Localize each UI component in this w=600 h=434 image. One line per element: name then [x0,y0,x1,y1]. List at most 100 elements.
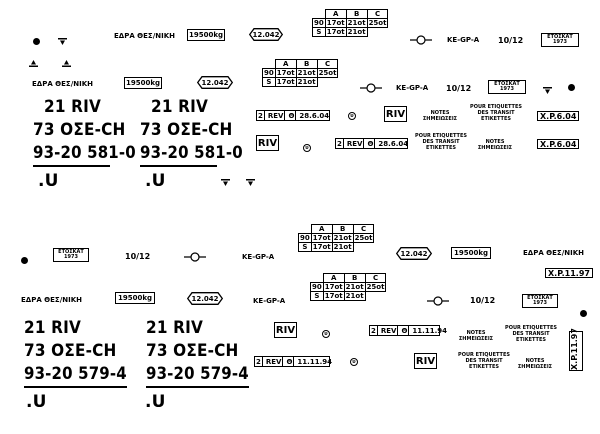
wagon-number: 93-20 579-4 [24,364,127,384]
riv-line: 21 RIV [24,318,82,338]
circle-mark-icon: υ [350,358,358,366]
dot-marker-icon [33,38,40,45]
speed-label: 10/12 [446,84,472,93]
revision-label: REV [267,111,284,120]
brake-wheel-icon [427,296,449,306]
number-underline [140,165,217,167]
xp-code: X.P.6.04 [537,139,580,149]
riv-line: 21 RIV [151,97,209,117]
operator-line: 73 ΟΣΕ-CH [33,120,126,140]
number-underline [24,386,127,388]
speed-label: 10/12 [125,252,151,261]
riv-line: 21 RIV [44,97,102,117]
operator-line: 73 ΟΣΕ-CH [146,341,239,361]
load-header-a: A [274,59,297,69]
hexagon-length-icon: 12.042 [396,247,432,260]
revision-site: Θ [288,111,295,120]
operator-line: 73 ΟΣΕ-CH [140,120,233,140]
load-cell: 90 [262,68,276,78]
wagon-number: 93-20 579-4 [146,364,249,384]
owner-label: ΕΔΡΑ ΘΕΣ/ΝΙΚΗ [21,296,83,304]
load-cell: 21ot [345,18,368,28]
load-header-c: C [366,9,389,19]
hexagon-length-icon: 12.042 [187,292,223,305]
riv-box: RIV [274,322,297,338]
length-label: 12.042 [201,78,229,87]
dot-marker-icon [580,310,587,317]
owner-label: ΕΔΡΑ ΘΕΣ/ΝΙΚΗ [32,80,94,88]
etoskat-label: ΕΤΟΣΚΑΤ [494,81,520,87]
load-cell: 25ot [366,18,389,28]
t-marker-icon [221,179,230,186]
brake-wheel-icon [410,35,432,45]
t-marker-icon [58,38,67,45]
revision-box: 2 REV Θ 28.6.04 [256,110,330,121]
length-label: 12.042 [400,249,428,258]
load-header-b: B [345,9,368,19]
hexagon-length-icon: 12.042 [249,28,283,41]
riv-box: RIV [414,353,437,369]
load-cell [367,28,388,37]
load-cell: 17ot [274,68,297,78]
owner-label: ΕΔΡΑ ΘΕΣ/ΝΙΚΗ [523,249,585,257]
riv-box: RIV [384,106,407,122]
load-cell [317,78,338,87]
circle-mark-icon: υ [348,112,356,120]
length-label: 12.042 [252,30,280,39]
load-cell: 25ot [316,68,339,78]
u-mark: .U [145,392,166,412]
speed-label: 10/12 [498,36,524,45]
load-cell: 90 [312,18,326,28]
load-cell: 17ot [324,27,347,37]
tare-box: 19500kg [451,247,491,259]
dot-marker-icon [21,257,28,264]
t-marker-icon [29,60,38,67]
number-underline [33,165,110,167]
revision-code: 2 [258,111,263,120]
etoskat-year: 1973 [553,39,567,45]
number-underline [146,386,249,388]
etoskat-label: ΕΤΟΣΚΑΤ [547,34,573,40]
etoskat-year: 1973 [500,86,514,92]
tare-box: 19500kg [187,29,225,41]
load-header-a: A [324,9,347,19]
operator-line: 73 ΟΣΕ-CH [24,341,117,361]
load-cell: 17ot [274,77,297,87]
load-cell: 17ot [324,18,347,28]
brake-wheel-icon [360,83,382,93]
load-cell: S [262,77,276,87]
u-mark: .U [26,392,47,412]
brake-wheel-icon [184,252,206,262]
revision-date: 28.6.04 [299,111,330,120]
load-header-c: C [316,59,339,69]
load-header-b: B [295,59,318,69]
tare-box: 19500kg [115,292,155,304]
riv-line: 21 RIV [146,318,204,338]
hexagon-length-icon: 12.042 [197,76,233,89]
load-cell: 21ot [295,77,318,87]
xp-code-vertical: X.P.11.97 [569,328,583,371]
t-marker-icon [62,60,71,67]
wagon-number: 93-20 581-0 [33,143,136,163]
riv-box: RIV [256,135,279,151]
circle-mark-icon: υ [322,330,330,338]
dot-marker-icon [568,84,575,91]
brake-label: KE-GP-A [396,84,429,92]
t-marker-icon [246,179,255,186]
owner-label: ΕΔΡΑ ΘΕΣ/ΝΙΚΗ [114,32,176,40]
